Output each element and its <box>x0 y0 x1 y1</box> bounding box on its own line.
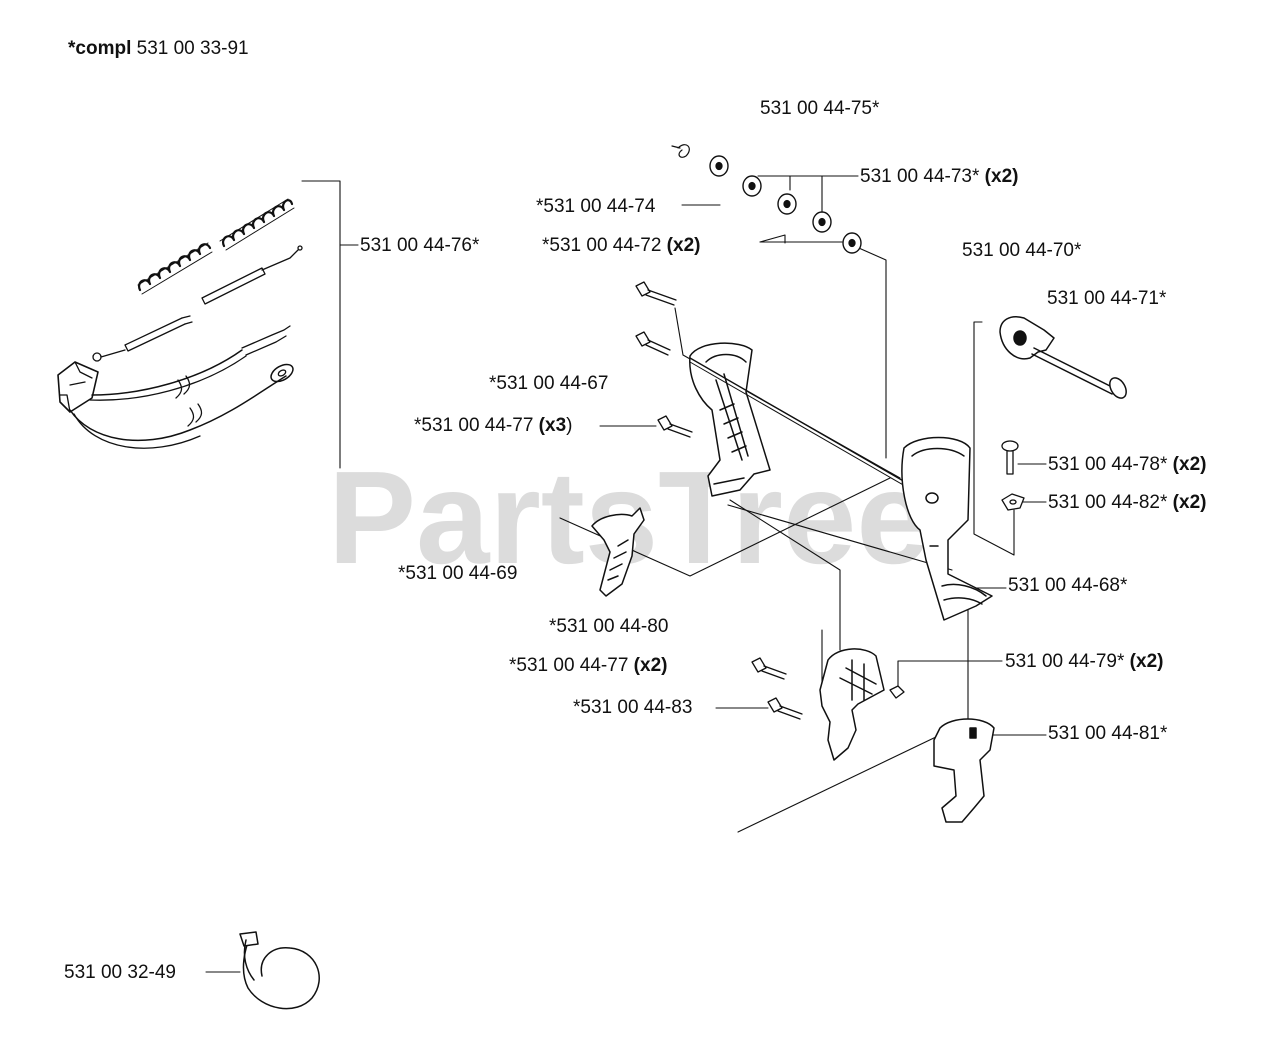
screws <box>635 281 1025 720</box>
clamp-right <box>933 718 995 823</box>
screw-top-1 <box>635 281 677 306</box>
label-531-00-44-82[interactable]: 531 00 44-82* (x2) <box>1048 492 1207 513</box>
cable-spring-right <box>219 198 295 251</box>
nut-lower <box>889 685 905 699</box>
label-531-00-32-49[interactable]: 531 00 32-49 <box>64 962 176 983</box>
label-531-00-44-81[interactable]: 531 00 44-81* <box>1048 723 1168 744</box>
label-531-00-44-68[interactable]: 531 00 44-68* <box>1008 575 1128 596</box>
label-531-00-44-67[interactable]: *531 00 44-67 <box>489 373 609 394</box>
label-531-00-44-70[interactable]: 531 00 44-70* <box>962 240 1082 261</box>
cable-spring-left <box>137 242 213 295</box>
nut-right <box>1001 493 1025 511</box>
handle-half-right <box>901 436 993 621</box>
label-531-00-44-79[interactable]: 531 00 44-79* (x2) <box>1005 651 1164 672</box>
label-531-00-44-77-x2[interactable]: *531 00 44-77 (x2) <box>509 655 668 676</box>
connecting-rod-edge <box>689 361 913 491</box>
label-531-00-44-80[interactable]: *531 00 44-80 <box>549 616 669 637</box>
screw-top-2 <box>635 331 671 356</box>
cable-tie <box>239 931 320 1010</box>
throttle-cable-assembly <box>57 198 303 449</box>
compl-prefix: *compl <box>68 38 132 59</box>
throttle-trigger <box>591 507 645 597</box>
handle-half-left <box>689 342 771 497</box>
screw-lower-2 <box>767 697 803 720</box>
screw-lower-1 <box>751 657 787 680</box>
washer-stack <box>671 144 862 254</box>
screw-mid <box>657 415 693 438</box>
connecting-rod <box>689 357 913 487</box>
clamp-left <box>819 648 885 761</box>
label-531-00-44-71[interactable]: 531 00 44-71* <box>1047 288 1167 309</box>
label-531-00-44-76[interactable]: 531 00 44-76* <box>360 235 480 256</box>
label-531-00-44-75[interactable]: 531 00 44-75* <box>760 98 880 119</box>
assembly-header: *compl 531 00 33-91 <box>68 38 249 60</box>
compl-number: 531 00 33-91 <box>136 38 249 59</box>
leader-lines <box>205 175 1047 973</box>
label-531-00-44-83[interactable]: *531 00 44-83 <box>573 697 693 718</box>
label-531-00-44-69[interactable]: *531 00 44-69 <box>398 563 518 584</box>
label-531-00-44-78[interactable]: 531 00 44-78* (x2) <box>1048 454 1207 475</box>
label-531-00-44-73[interactable]: 531 00 44-73* (x2) <box>860 166 1019 187</box>
label-531-00-44-72[interactable]: *531 00 44-72 (x2) <box>542 235 701 256</box>
label-531-00-44-77-x3[interactable]: *531 00 44-77 (x3) <box>414 415 573 436</box>
screw-right <box>1001 440 1019 475</box>
label-531-00-44-74[interactable]: *531 00 44-74 <box>536 196 656 217</box>
lever <box>999 316 1127 399</box>
